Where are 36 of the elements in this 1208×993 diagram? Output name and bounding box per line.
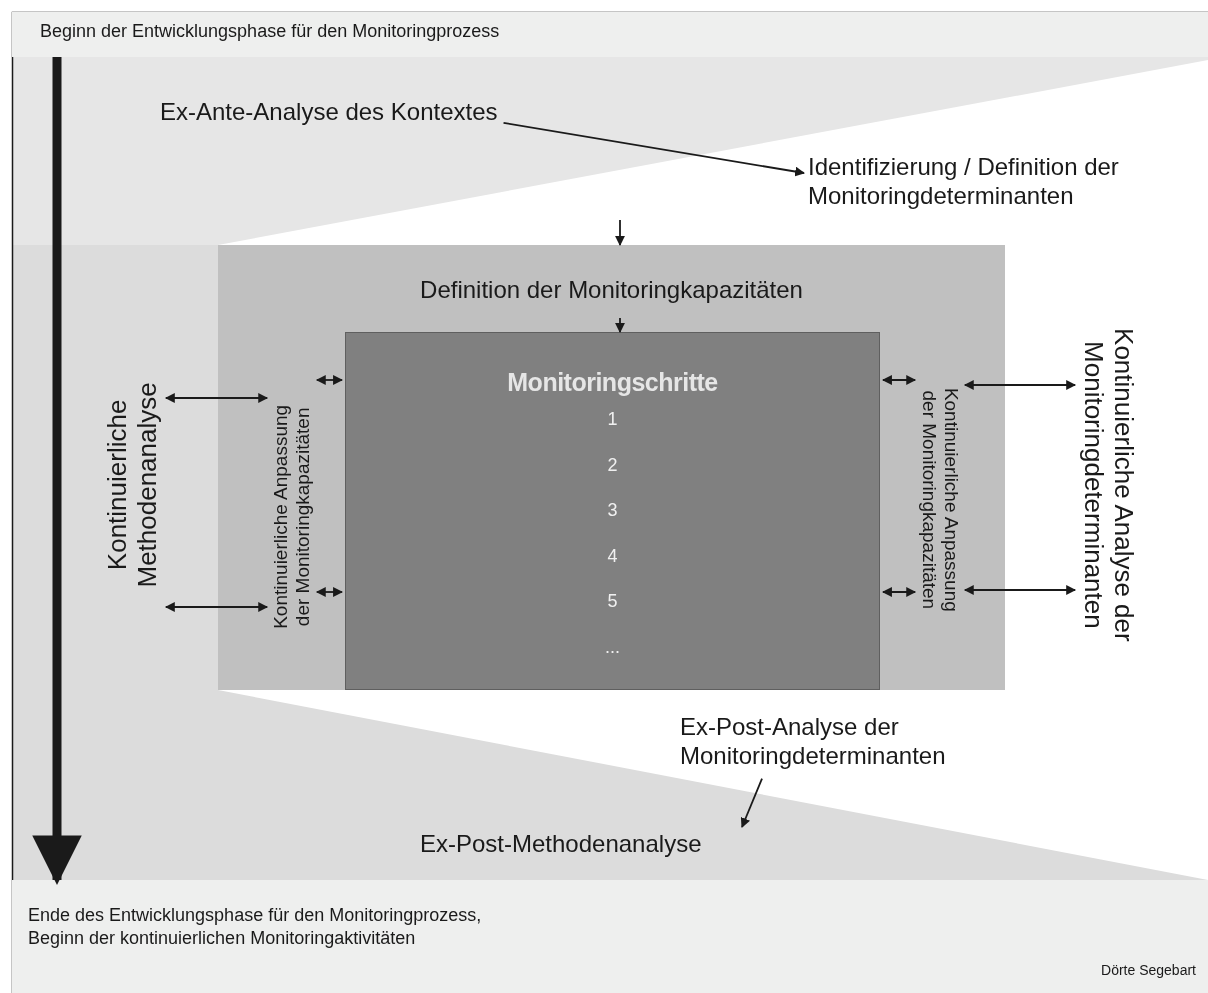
vertical-label: Kontinuierliche Analyse der Monitoringdeterminanten bbox=[1078, 320, 1138, 650]
phase-label: Identifizierung / Definition der Monitoringdeterminanten bbox=[808, 153, 1203, 211]
double-arrow bbox=[164, 602, 269, 612]
arrow bbox=[615, 317, 625, 333]
double-arrow bbox=[315, 375, 343, 385]
arrow bbox=[615, 219, 625, 246]
vertical-label: Kontinuierliche Anpassung der Monitoringkapazitäten bbox=[918, 375, 962, 625]
double-arrow bbox=[963, 585, 1077, 595]
double-arrow bbox=[164, 393, 269, 403]
steps-box bbox=[345, 332, 880, 690]
phase-label: Ex-Post-Analyse der Monitoringdeterminanten bbox=[680, 713, 1025, 771]
vertical-label: Kontinuierliche Anpassung der Monitoringkapazitäten bbox=[270, 392, 314, 642]
capacity-box bbox=[218, 245, 1005, 690]
band-text: Ende des Entwicklungsphase für den Monitoringprozess, Beginn der kontinuierlichen Monitoringaktivitäten bbox=[28, 904, 483, 951]
double-arrow bbox=[882, 587, 917, 597]
start-band bbox=[12, 12, 1208, 57]
arrow bbox=[502, 121, 805, 177]
double-arrow bbox=[315, 587, 343, 597]
author-credit: Dörte Segebart bbox=[1101, 961, 1196, 980]
arrow bbox=[32, 57, 82, 885]
step-number: ... bbox=[605, 636, 620, 659]
phase-label: Ex-Ante-Analyse des Kontextes bbox=[160, 98, 498, 127]
steps-heading: Monitoringschritte bbox=[507, 367, 718, 397]
phase-label: Ex-Post-Methodenanalyse bbox=[420, 830, 702, 859]
step-number: 5 bbox=[607, 591, 618, 613]
step-number: 3 bbox=[607, 500, 618, 522]
step-number: 1 bbox=[607, 409, 618, 431]
band-text: Beginn der Entwicklungsphase für den Monitoringprozess bbox=[40, 20, 501, 43]
arrow bbox=[740, 777, 763, 828]
double-arrow bbox=[963, 380, 1077, 390]
vertical-label: Kontinuierliche Methodenanalyse bbox=[103, 360, 163, 610]
end-band bbox=[12, 880, 1208, 993]
step-number: 4 bbox=[607, 545, 618, 568]
double-arrow bbox=[882, 375, 917, 385]
step-number: 2 bbox=[607, 454, 618, 477]
box-heading: Definition der Monitoringkapazitäten bbox=[419, 276, 804, 305]
